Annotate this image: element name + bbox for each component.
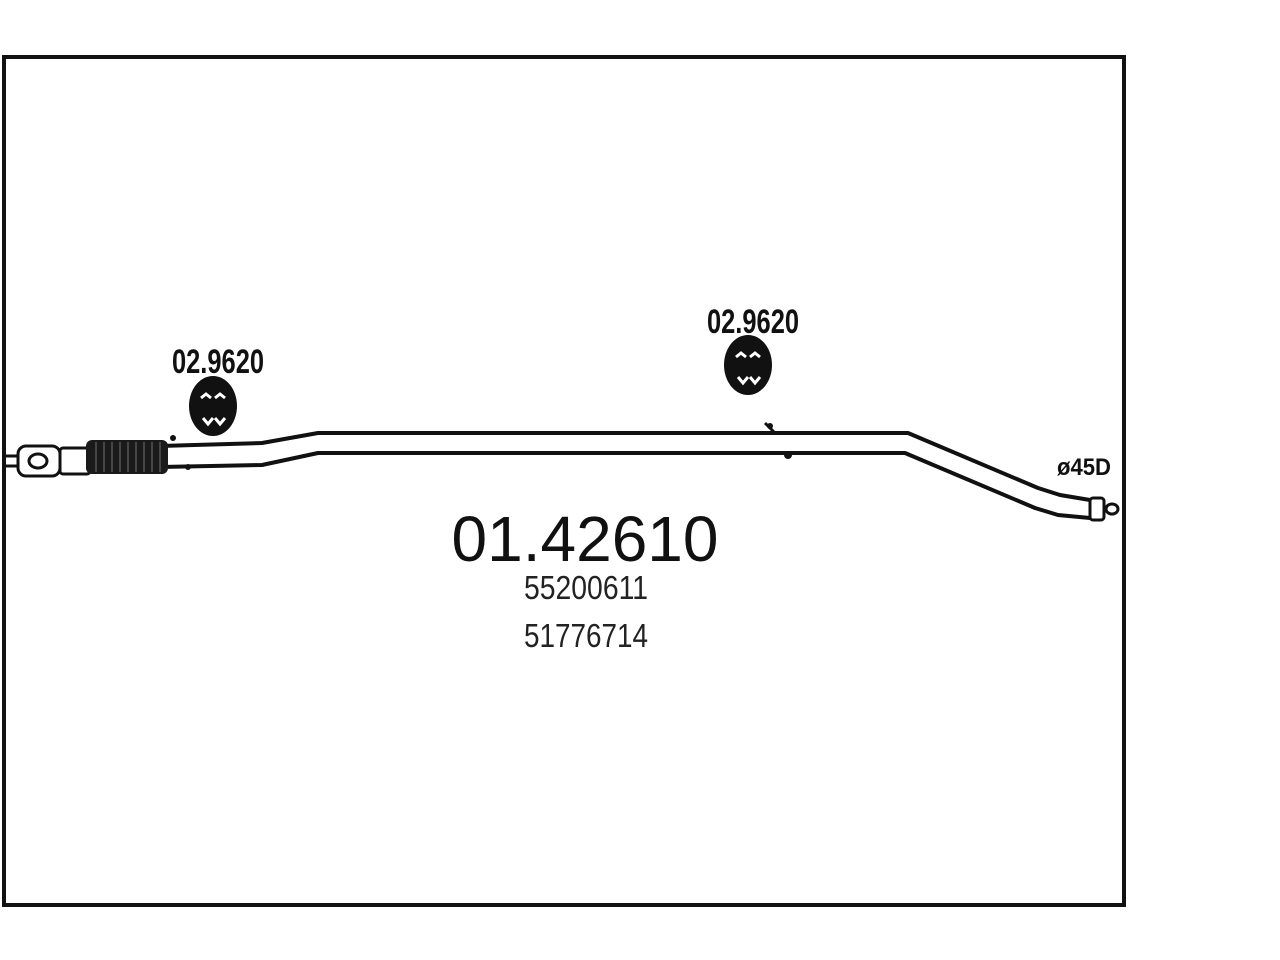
inlet-flange	[16, 444, 62, 478]
inlet-opening	[27, 452, 49, 470]
fitting-mark	[784, 451, 792, 459]
pipe-inlet-connector	[2, 444, 92, 478]
flex-pipe-bolt	[170, 435, 176, 441]
rubber-hanger-icon	[189, 376, 237, 436]
exhaust-pipe	[159, 431, 1091, 520]
outlet-opening	[1104, 502, 1120, 516]
fitting-hanger-pin	[763, 421, 777, 435]
pipe-lower-edge	[159, 451, 1091, 520]
hanger-label-2: 02.9620	[707, 303, 799, 341]
flex-pipe-body	[86, 440, 168, 474]
oe-number-1: 55200611	[524, 569, 648, 606]
rubber-hanger-icon	[724, 335, 772, 395]
part-number: 01.42610	[452, 503, 719, 575]
outlet-end	[1088, 496, 1106, 522]
flex-pipe-section	[86, 435, 176, 474]
pipe-upper-edge	[159, 431, 1091, 502]
inlet-sleeve	[58, 446, 92, 476]
hanger-label-1: 02.9620	[172, 343, 264, 381]
diagram-frame	[2, 55, 1126, 907]
pipe-diameter-label: ø45D	[1057, 454, 1111, 481]
fitting-mark	[185, 464, 191, 470]
rubber-hanger-2	[724, 335, 772, 395]
oe-number-2: 51776714	[524, 617, 648, 654]
pipe-outlet	[1088, 496, 1120, 522]
pipe-fittings	[185, 421, 792, 470]
rubber-hanger-1	[189, 376, 237, 436]
